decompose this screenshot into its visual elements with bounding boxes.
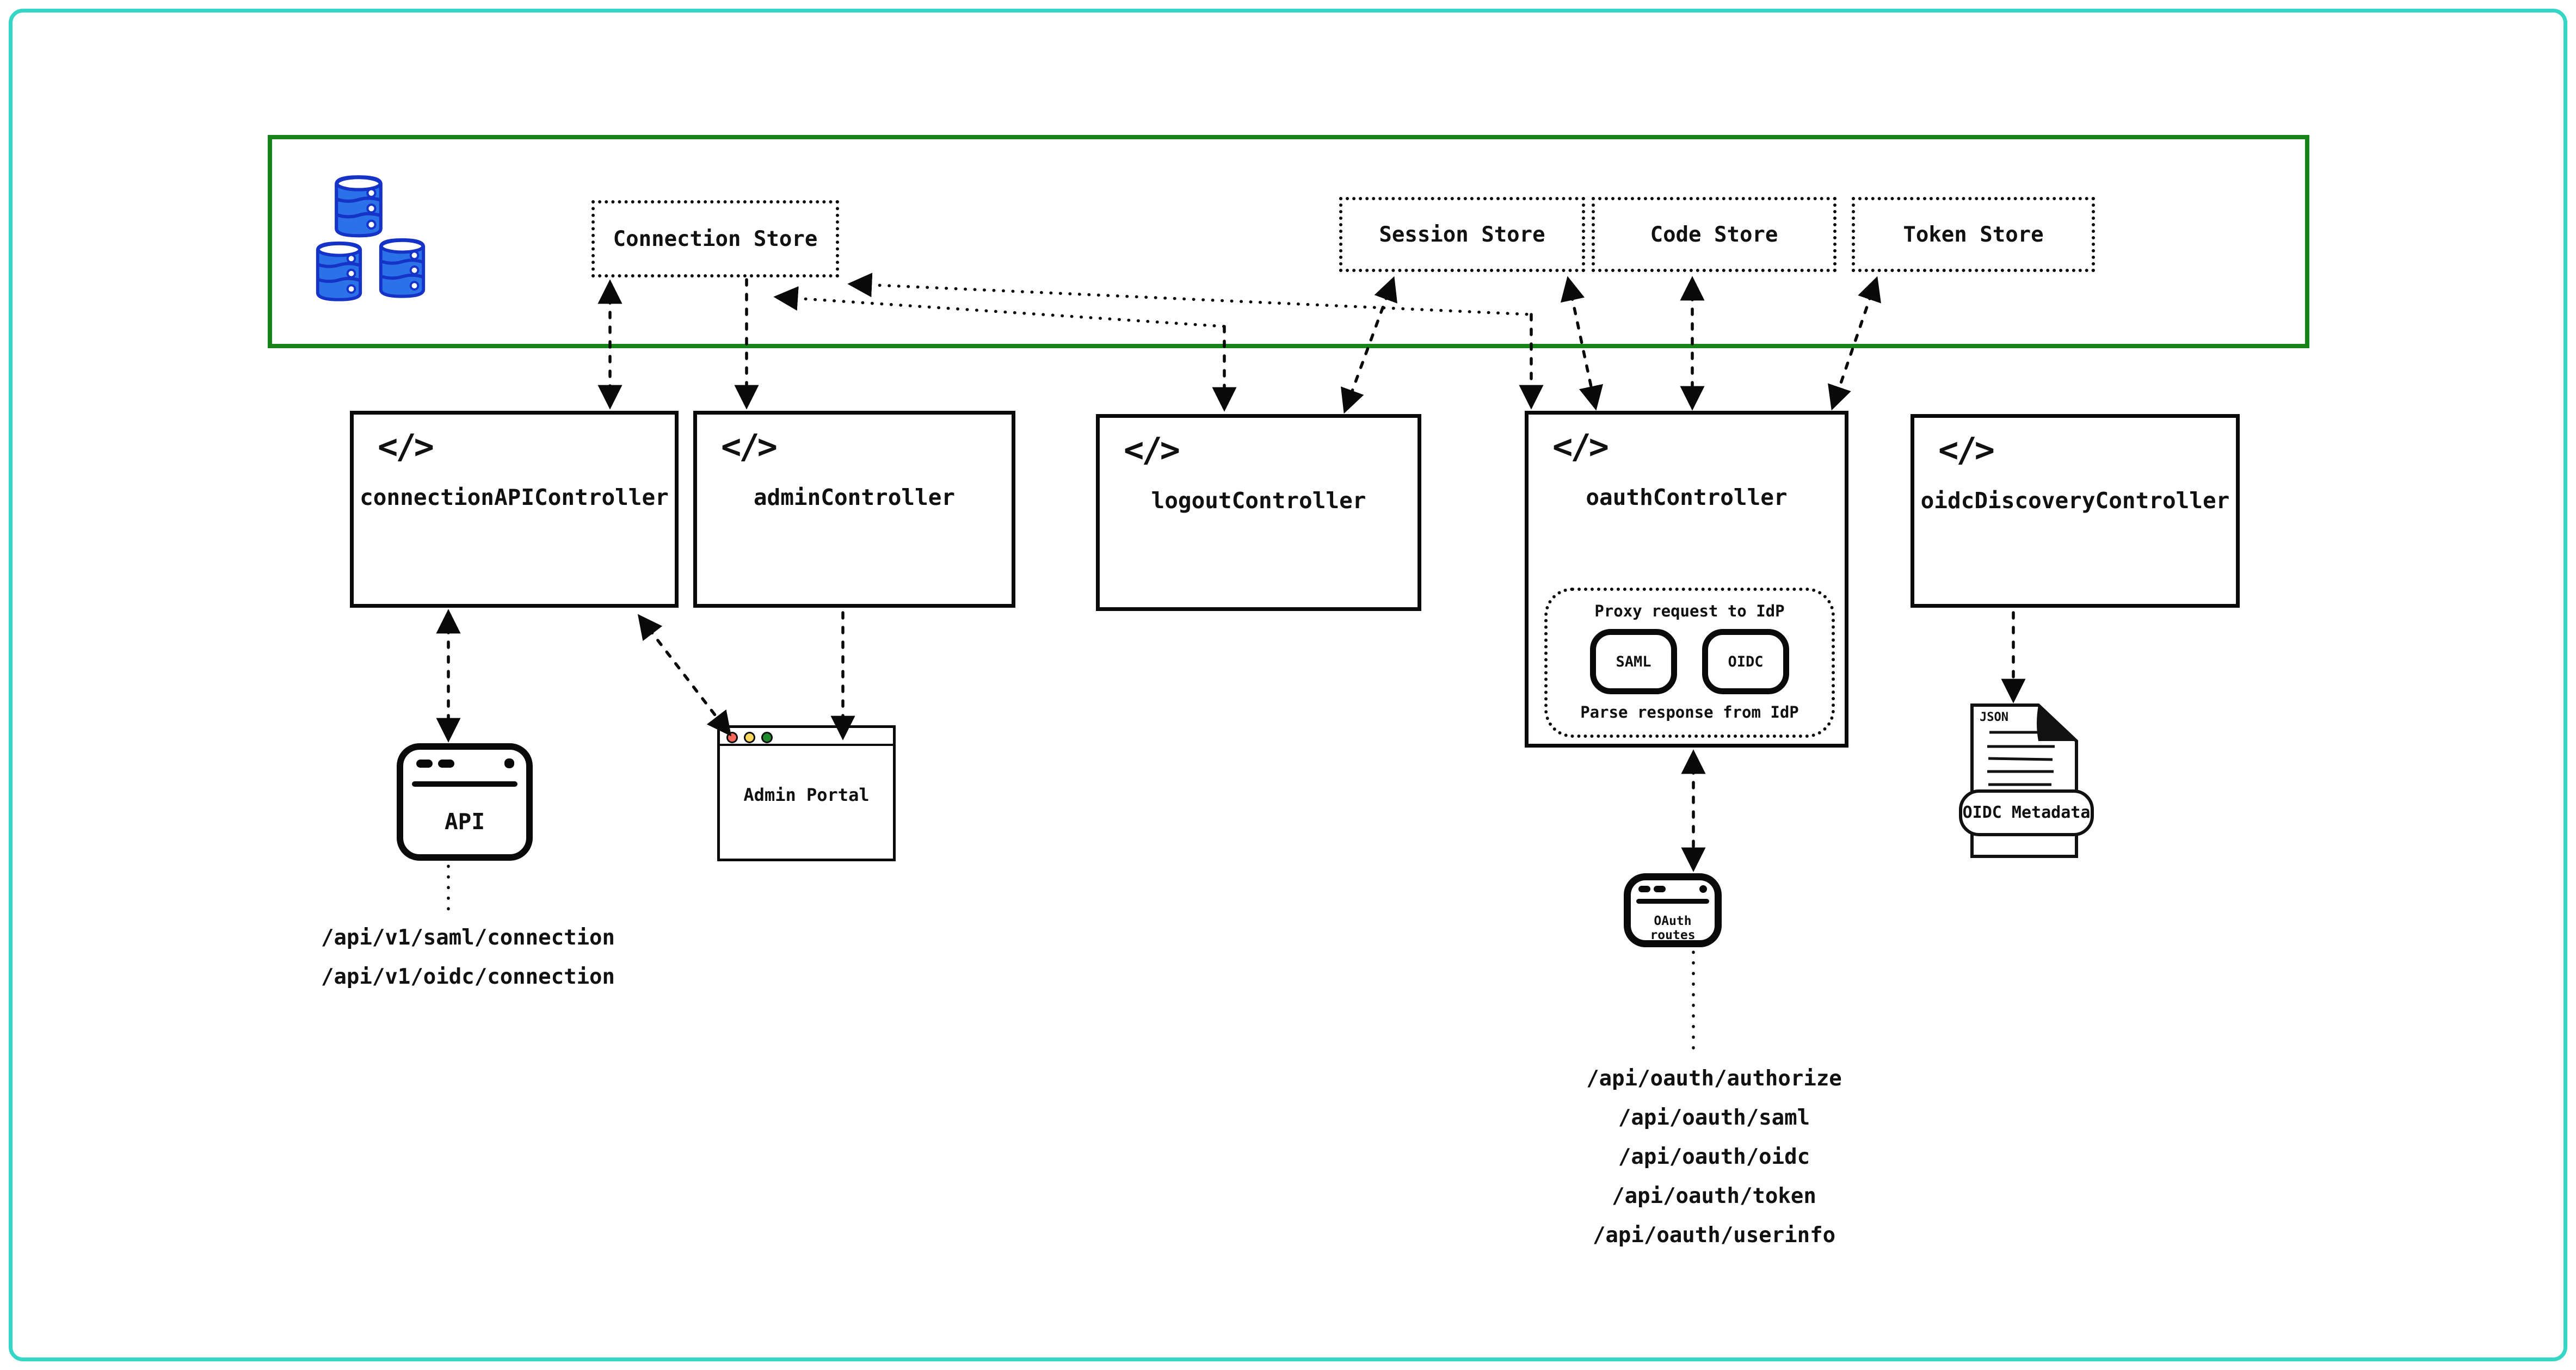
saml-box: SAML (1590, 629, 1677, 694)
protocol-row: SAML OIDC (1590, 629, 1789, 694)
oidc-metadata-banner: OIDC Metadata (1962, 803, 2091, 822)
admin-controller-label: adminController (753, 484, 956, 510)
code-icon: </> (378, 427, 434, 466)
endpoint: /api/oauth/token (1612, 1184, 1816, 1208)
window-dot (504, 758, 514, 768)
endpoint: /api/v1/oidc/connection (321, 965, 615, 989)
connection-api-controller-label: connectionAPIController (360, 484, 669, 510)
close-icon (726, 732, 738, 743)
window-dot (1654, 886, 1666, 892)
api-window: API (397, 743, 533, 861)
connection-api-controller-box: </> connectionAPIController (350, 411, 679, 608)
proxy-request-label: Proxy request to IdP (1594, 602, 1785, 620)
session-store-label: Session Store (1379, 222, 1545, 247)
oauth-endpoints-list: /api/oauth/authorize /api/oauth/saml /ap… (1551, 1066, 1877, 1262)
code-icon: </> (1124, 430, 1180, 470)
oidc-discovery-controller-box: </> oidcDiscoveryController (1911, 414, 2240, 608)
oauth-controller-label: oauthController (1586, 484, 1788, 510)
window-divider (412, 781, 517, 787)
token-store-label: Token Store (1903, 222, 2044, 247)
oauth-controller-box: </> oauthController Proxy request to IdP… (1525, 411, 1848, 748)
minimize-icon (744, 732, 755, 743)
oidc-box: OIDC (1702, 629, 1789, 694)
code-store-label: Code Store (1650, 222, 1778, 247)
window-dot (416, 760, 433, 768)
token-store-box: Token Store (1852, 197, 2095, 272)
endpoint: /api/oauth/userinfo (1592, 1223, 1836, 1248)
maximize-icon (761, 732, 773, 743)
endpoint: /api/v1/saml/connection (321, 925, 615, 950)
code-icon: </> (721, 427, 778, 466)
outer-frame (9, 9, 2567, 1361)
idp-proxy-group: Proxy request to IdP SAML OIDC Parse res… (1544, 588, 1835, 738)
admin-portal-titlebar (720, 728, 893, 746)
parse-response-label: Parse response from IdP (1580, 703, 1799, 721)
code-icon: </> (1938, 430, 1995, 470)
session-store-box: Session Store (1339, 197, 1585, 272)
admin-portal-label: Admin Portal (743, 785, 870, 805)
admin-portal-window: Admin Portal (717, 725, 896, 861)
endpoint: /api/oauth/saml (1618, 1106, 1810, 1130)
connection-store-label: Connection Store (613, 226, 818, 251)
window-dot (1699, 885, 1707, 893)
endpoint: /api/oauth/oidc (1618, 1145, 1810, 1169)
code-store-box: Code Store (1592, 197, 1837, 272)
json-file-type-label: JSON (1980, 711, 2008, 724)
window-divider (1636, 899, 1709, 904)
api-window-label: API (444, 809, 485, 835)
saml-label: SAML (1616, 653, 1651, 670)
logout-controller-label: logoutController (1151, 487, 1366, 514)
window-dot (438, 760, 454, 768)
logout-controller-box: </> logoutController (1096, 414, 1421, 611)
oidc-discovery-controller-label: oidcDiscoveryController (1920, 487, 2230, 514)
connection-store-box: Connection Store (591, 200, 839, 277)
oauth-routes-label: OAuth routes (1650, 914, 1696, 942)
endpoint: /api/oauth/authorize (1586, 1066, 1842, 1091)
code-icon: </> (1552, 427, 1609, 466)
oauth-routes-window: OAuth routes (1624, 873, 1722, 947)
connection-endpoints-list: /api/v1/saml/connection /api/v1/oidc/con… (305, 925, 631, 1004)
window-dot (1638, 886, 1650, 892)
oidc-label: OIDC (1728, 653, 1764, 670)
admin-controller-box: </> adminController (693, 411, 1015, 608)
